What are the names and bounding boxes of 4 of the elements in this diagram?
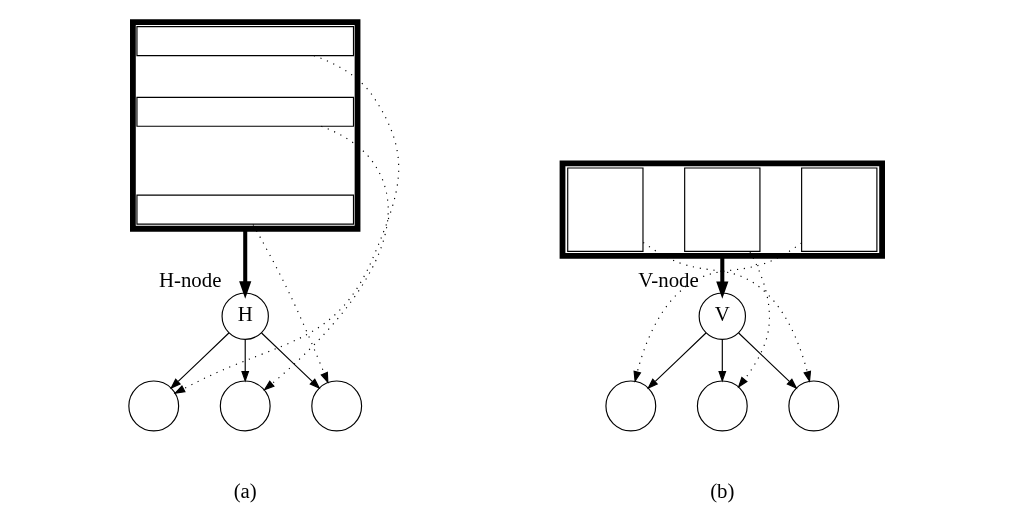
node-label: H-node [158, 267, 221, 292]
node-label: V-node [637, 267, 699, 292]
label: (a) [233, 479, 257, 504]
label: (b) [709, 479, 734, 504]
